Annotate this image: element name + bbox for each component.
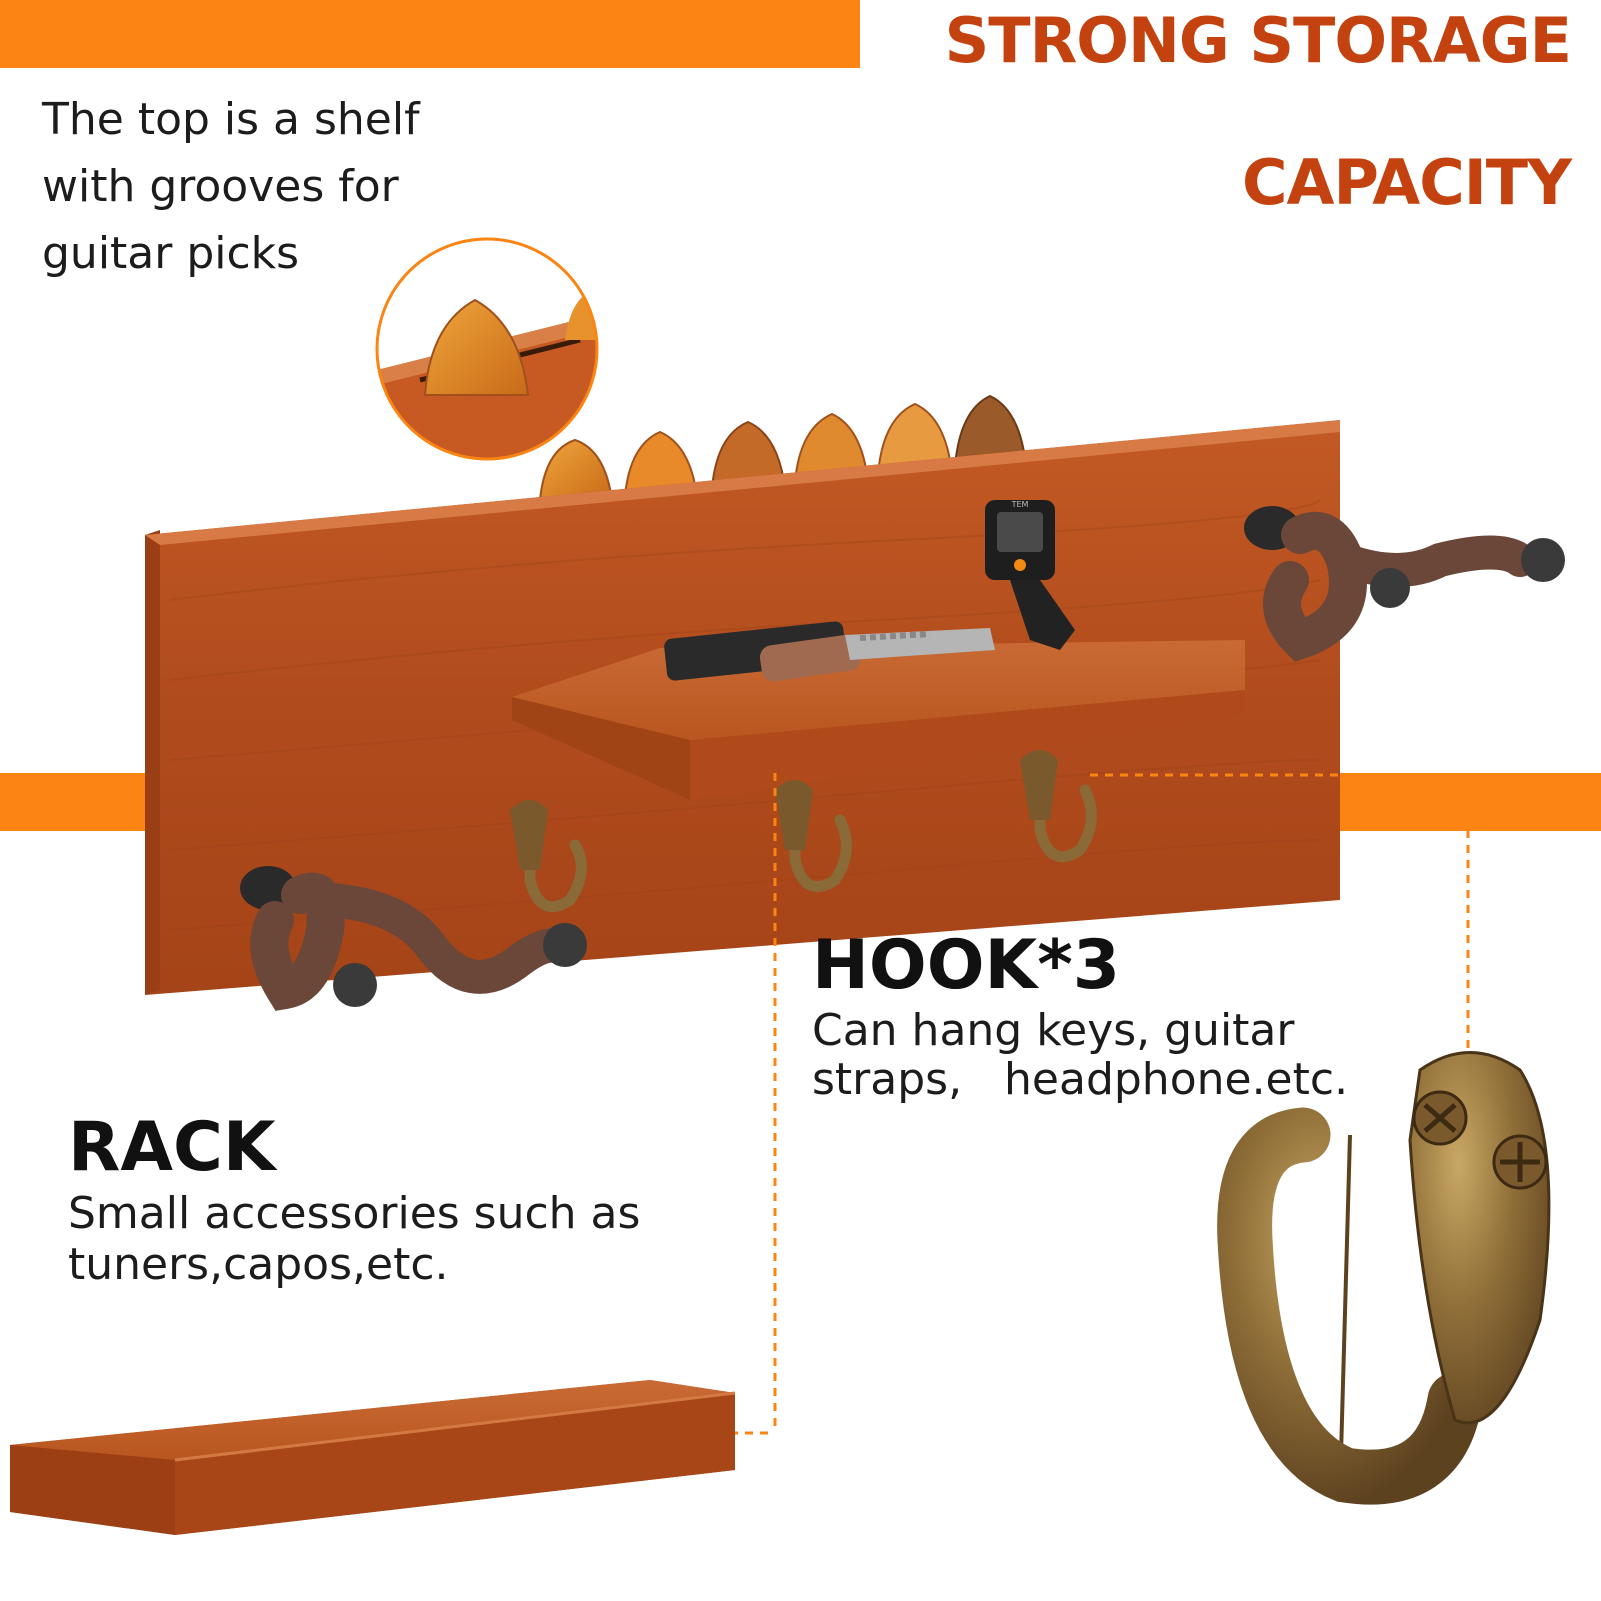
rack-section-title: RACK (68, 1108, 276, 1187)
rack-section-description: Small accessories such as tuners,capos,e… (68, 1188, 641, 1290)
pick-groove-zoom-circle (375, 237, 599, 461)
hook-section-description: Can hang keys, guitar straps, headphone.… (812, 1005, 1349, 1105)
mid-accent-bar-left (0, 773, 145, 831)
hook-section-title: HOOK*3 (812, 926, 1121, 1005)
guitar-hanger-left (240, 866, 587, 1011)
top-shelf-callout: The top is a shelf with grooves for guit… (42, 94, 420, 279)
headline-line-1: STRONG STORAGE (944, 4, 1572, 77)
guitar-hanger-right (1244, 506, 1565, 662)
rack-shelf-illustration (10, 1380, 736, 1535)
guitar-picks (538, 394, 1028, 501)
headline-line-2: CAPACITY (1242, 146, 1572, 219)
tuner-brand-label: TEM (1011, 500, 1029, 509)
board-hook-plates (510, 750, 1058, 870)
board-hooks (524, 759, 1097, 913)
mid-accent-bar-right (1340, 773, 1601, 831)
capo-and-tuner: TEM (664, 500, 1075, 682)
top-accent-bar (0, 0, 860, 68)
large-hook-illustration (1217, 1051, 1551, 1505)
